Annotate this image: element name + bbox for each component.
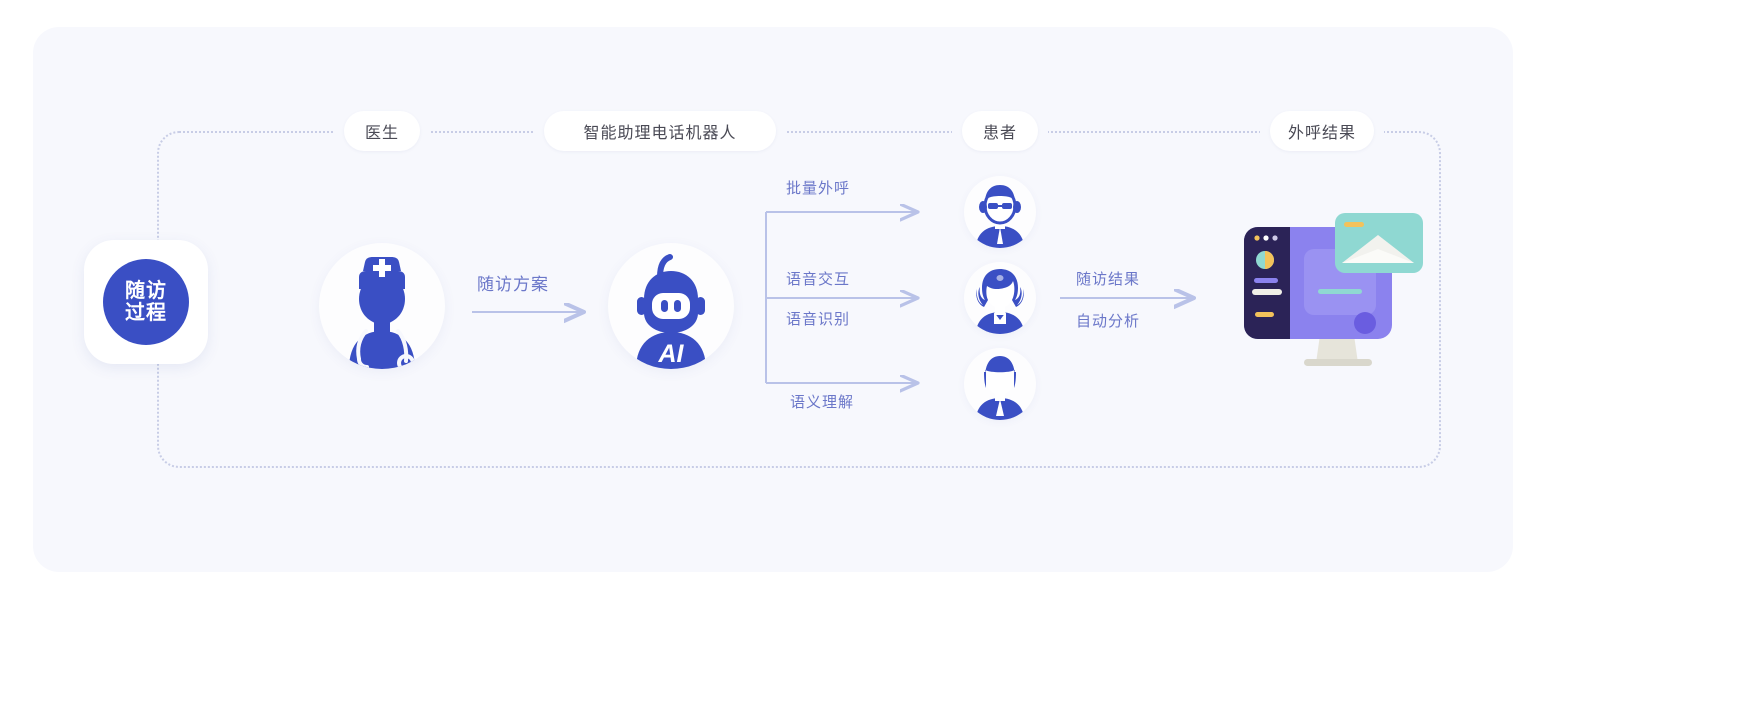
flow-label-voice-recognition-text: 语音识别 — [786, 311, 851, 328]
flow-label-semantic-text: 语义理解 — [790, 394, 855, 411]
male-patient-icon — [976, 356, 1024, 420]
process-badge-circle: 随访 过程 — [103, 259, 189, 345]
patient-3-avatar-well[interactable] — [964, 348, 1036, 420]
result-monitor-illustration — [1232, 205, 1442, 385]
flow-label-auto-analyze: 自动分析 — [1076, 310, 1140, 331]
flow-label-auto-analyze-text: 自动分析 — [1076, 313, 1141, 330]
flow-label-followup-result: 随访结果 — [1076, 268, 1140, 289]
flow-label-batch-call: 批量外呼 — [786, 177, 850, 198]
ai-robot-avatar-well[interactable]: AI — [608, 243, 734, 369]
stage-chip-result[interactable]: 外呼结果 — [1270, 111, 1374, 151]
flow-label-voice-interaction-text: 语音交互 — [786, 271, 851, 288]
female-patient-icon — [976, 269, 1024, 334]
process-badge-line1: 随访 — [125, 279, 167, 302]
patient-2-avatar-well[interactable] — [964, 262, 1036, 334]
doctor-icon — [349, 257, 415, 369]
monitor-mail-icon — [1244, 213, 1423, 366]
flow-label-semantic: 语义理解 — [790, 391, 854, 412]
flow-label-plan-text: 随访方案 — [477, 275, 549, 294]
stage-chip-result-label: 外呼结果 — [1288, 125, 1357, 142]
flow-label-followup-result-text: 随访结果 — [1076, 271, 1141, 288]
stage-chip-patient-label: 患者 — [982, 125, 1017, 142]
flow-label-voice-recognition: 语音识别 — [786, 308, 850, 329]
process-badge-line2: 过程 — [125, 302, 167, 324]
stage-chip-robot-label: 智能助理电话机器人 — [583, 125, 737, 142]
stage-chip-doctor[interactable]: 医生 — [344, 111, 420, 151]
process-badge-card: 随访 过程 — [84, 240, 208, 364]
flow-label-batch-call-text: 批量外呼 — [786, 180, 851, 197]
stage-chip-patient[interactable]: 患者 — [962, 111, 1038, 151]
ai-robot-icon: AI — [636, 254, 706, 369]
patient-1-avatar-well[interactable] — [964, 176, 1036, 248]
stage-chip-robot[interactable]: 智能助理电话机器人 — [544, 111, 776, 151]
flow-label-voice-interaction: 语音交互 — [786, 268, 850, 289]
svg-text:AI: AI — [658, 340, 685, 368]
doctor-avatar-well[interactable] — [319, 243, 445, 369]
flow-label-plan: 随访方案 — [477, 270, 549, 295]
elderly-patient-icon — [976, 185, 1024, 248]
stage-chip-doctor-label: 医生 — [364, 125, 399, 142]
